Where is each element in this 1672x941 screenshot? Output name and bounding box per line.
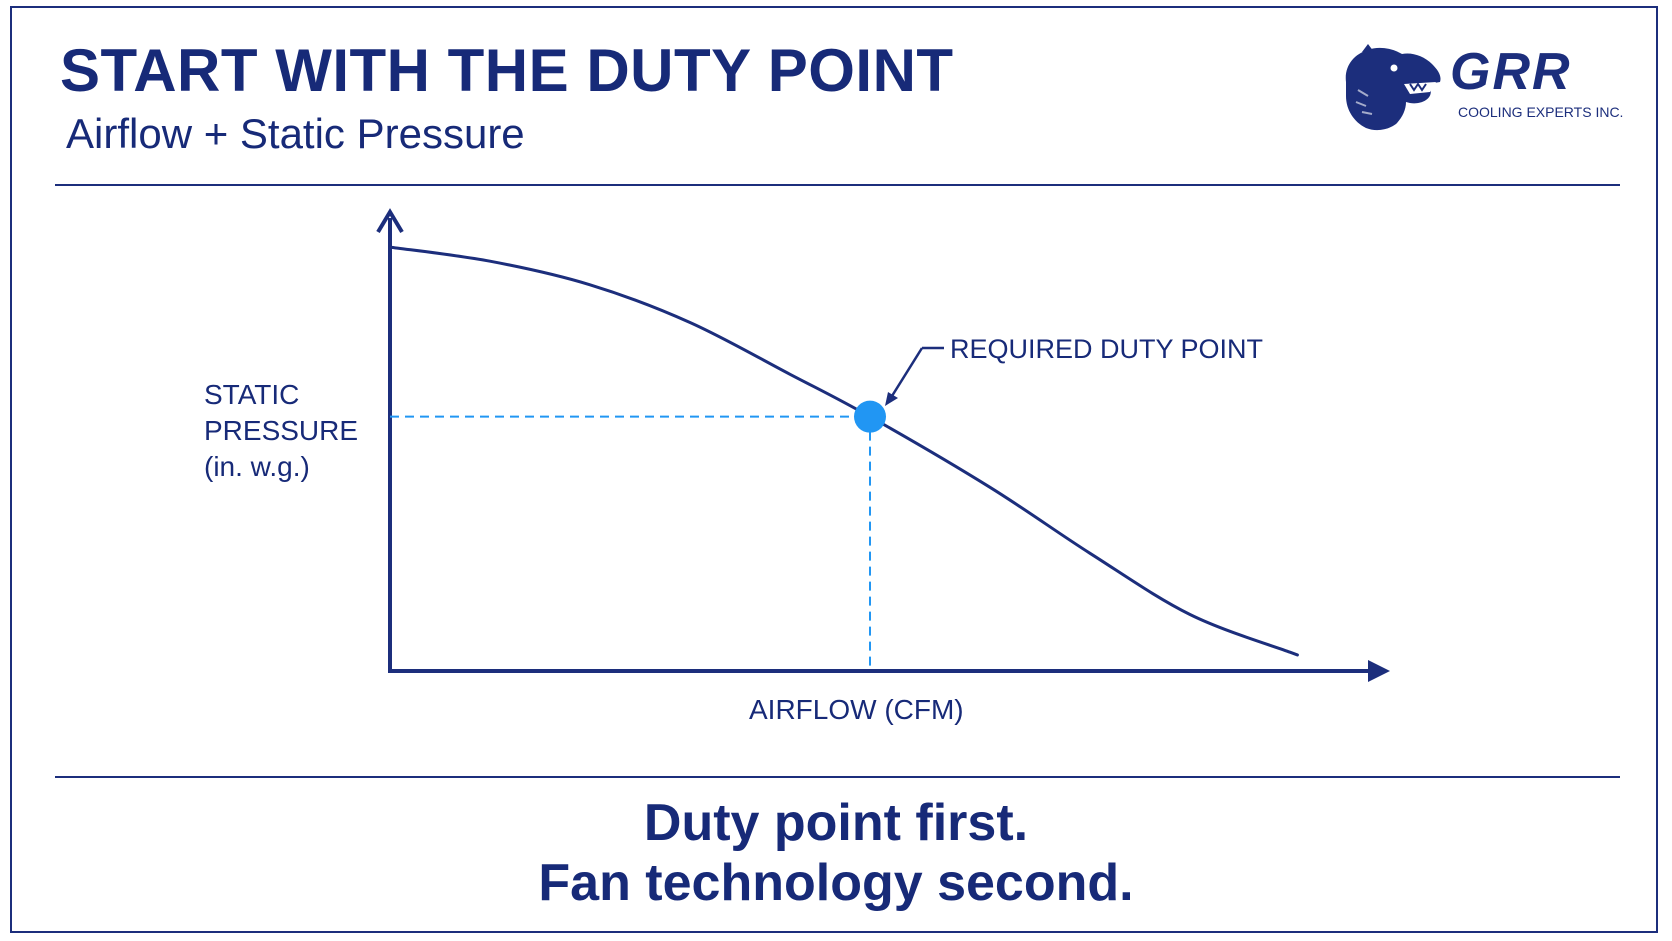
fan-curve-line bbox=[389, 245, 1299, 657]
y-axis-arrow bbox=[376, 208, 404, 234]
footer-divider bbox=[55, 776, 1620, 778]
slide-frame bbox=[10, 6, 1658, 933]
footer-line-2: Fan technology second. bbox=[538, 854, 1134, 912]
y-axis-label-line-3: (in. w.g.) bbox=[204, 451, 310, 482]
x-axis-label: AIRFLOW (CFM) bbox=[749, 694, 964, 725]
page-title: START WITH THE DUTY POINT bbox=[60, 37, 954, 104]
duty-point-marker bbox=[854, 400, 886, 433]
bear-head-icon bbox=[1345, 44, 1441, 131]
y-axis-label-line-2: PRESSURE bbox=[204, 415, 359, 446]
page-subtitle: Airflow + Static Pressure bbox=[66, 110, 525, 157]
callout-arrow-diag bbox=[890, 347, 924, 397]
duty-point-label: REQUIRED DUTY POINT bbox=[950, 334, 1264, 364]
footer-message: Duty point first. Fan technology second. bbox=[0, 793, 1672, 913]
y-axis-label: STATIC PRESSURE (in. w.g.) bbox=[204, 377, 358, 485]
y-axis-label-line-1: STATIC bbox=[204, 379, 300, 410]
logo-tagline: COOLING EXPERTS INC. bbox=[1458, 104, 1624, 120]
header-divider bbox=[55, 184, 1620, 186]
footer-line-1: Duty point first. bbox=[643, 794, 1029, 852]
company-logo: GRR COOLING EXPERTS INC. bbox=[1340, 43, 1630, 134]
logo-wordmark: GRR bbox=[1450, 43, 1572, 101]
x-axis-arrow bbox=[1368, 660, 1390, 682]
callout-arrow-head bbox=[885, 392, 898, 406]
